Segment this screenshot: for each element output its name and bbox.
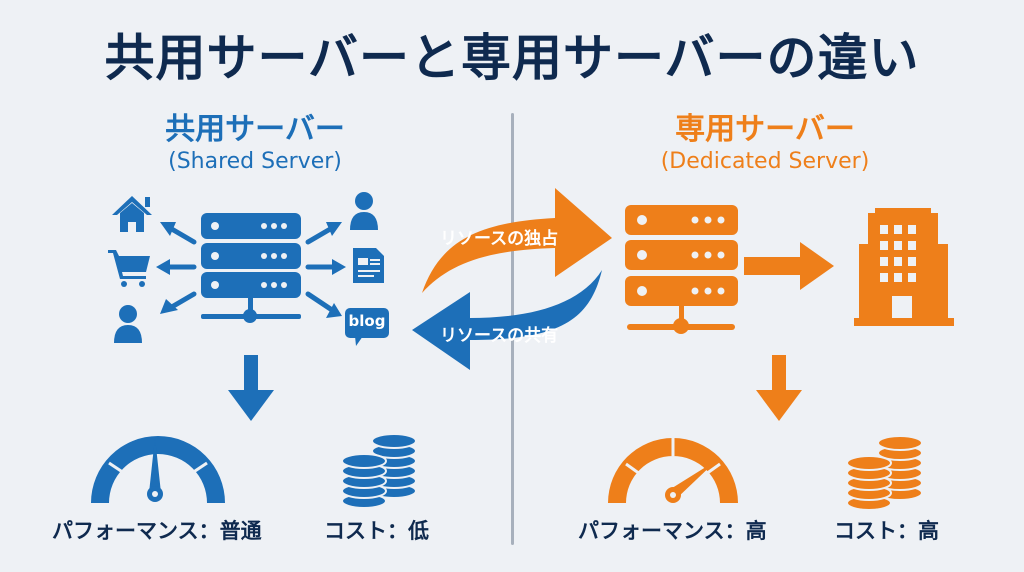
page-title: 共用サーバーと専用サーバーの違い bbox=[104, 29, 920, 87]
dedicated-title: 専用サーバー bbox=[675, 112, 855, 147]
gauge-icon-high bbox=[608, 438, 738, 503]
dedicated-cost-label: コスト：高 bbox=[834, 519, 939, 543]
building-icon bbox=[854, 208, 954, 326]
coins-icon bbox=[846, 435, 923, 511]
blog-icon bbox=[345, 308, 389, 346]
arrow-resource-exclusive bbox=[422, 188, 612, 293]
dedicated-performance-label: パフォーマンス：高 bbox=[578, 519, 767, 543]
user-icon bbox=[114, 305, 142, 343]
dedicated-diagram bbox=[608, 205, 954, 511]
shared-title: 共用サーバー bbox=[165, 112, 345, 147]
blog-label: blog bbox=[348, 312, 386, 330]
exchange-label-exclusive: リソースの独占 bbox=[440, 229, 559, 249]
user-icon bbox=[350, 192, 378, 230]
dedicated-heading: 専用サーバー (Dedicated Server) bbox=[640, 112, 890, 176]
dedicated-server-icon bbox=[625, 205, 738, 334]
dedicated-subtitle: (Dedicated Server) bbox=[660, 149, 870, 174]
cart-icon bbox=[108, 250, 150, 287]
shared-subtitle: (Shared Server) bbox=[168, 149, 342, 174]
home-icon bbox=[112, 196, 152, 232]
shared-server-icon bbox=[201, 213, 301, 323]
shared-diagram bbox=[91, 192, 417, 509]
coins-icon bbox=[341, 433, 417, 509]
exchange-label-shared: リソースの共有 bbox=[440, 326, 559, 346]
document-icon bbox=[353, 248, 384, 283]
shared-heading: 共用サーバー (Shared Server) bbox=[130, 112, 380, 176]
arrow-resource-shared bbox=[412, 270, 602, 370]
shared-cost-label: コスト：低 bbox=[324, 519, 429, 543]
gauge-icon-medium bbox=[91, 436, 225, 503]
shared-performance-label: パフォーマンス：普通 bbox=[52, 519, 262, 543]
